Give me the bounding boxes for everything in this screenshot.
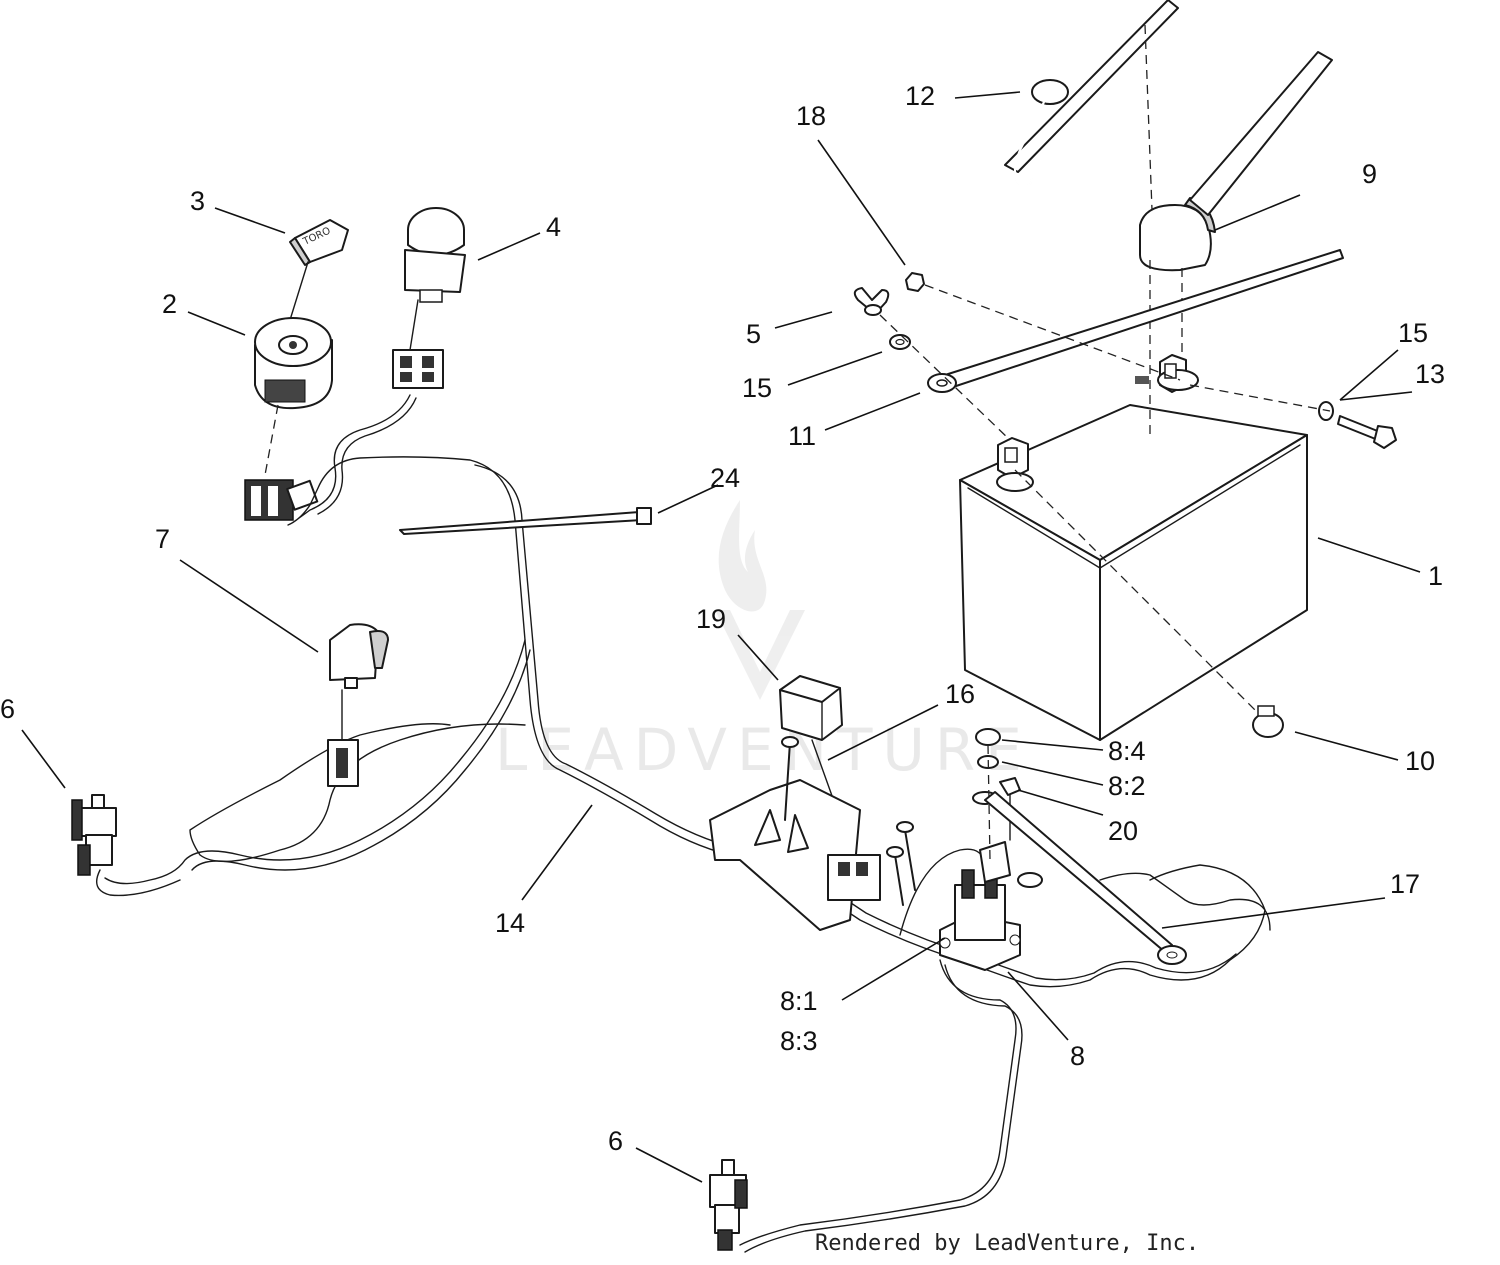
hold-down-strap bbox=[1004, 0, 1179, 173]
seat-switch-connector bbox=[327, 739, 359, 787]
callout-label: 4 bbox=[546, 212, 561, 242]
pto-connector bbox=[392, 349, 444, 389]
callout-label: 8:3 bbox=[780, 1026, 818, 1056]
negative-battery-cable bbox=[944, 249, 1344, 389]
key-alignment-line bbox=[289, 261, 309, 321]
watermark-logo bbox=[715, 500, 805, 700]
callout-label: 7 bbox=[155, 524, 170, 554]
interlock-switch-left bbox=[71, 794, 117, 876]
battery-terminal-positive bbox=[1157, 354, 1199, 393]
callout-labels: 1 2 3 4 5 6 6 7 8 8:1 8:3 8:2 8:4 9 10 1… bbox=[0, 81, 1445, 1156]
watermark-text: LEADVENTURE bbox=[495, 716, 1032, 784]
callout-label: 18 bbox=[796, 101, 826, 131]
callout-label: 10 bbox=[1405, 746, 1435, 776]
bolt-path-line-right bbox=[1189, 384, 1331, 412]
positive-battery-cable bbox=[1189, 51, 1333, 216]
solenoid-battery-cable bbox=[984, 791, 1187, 965]
callout-label: 6 bbox=[608, 1126, 623, 1156]
callout-label: 15 bbox=[742, 373, 772, 403]
callout-label: 12 bbox=[905, 81, 935, 111]
washer-right bbox=[1318, 401, 1334, 421]
callout-label: 8:1 bbox=[780, 986, 818, 1016]
pto-switch bbox=[404, 207, 466, 303]
ignition-connector bbox=[244, 479, 319, 521]
callout-label: 6 bbox=[0, 694, 15, 724]
callout-label: 5 bbox=[746, 319, 761, 349]
battery bbox=[959, 404, 1308, 741]
callout-label: 8:2 bbox=[1108, 771, 1146, 801]
render-credit: Rendered by LeadVenture, Inc. bbox=[815, 1231, 1199, 1256]
starter-solenoid bbox=[939, 841, 1021, 971]
callout-label: 17 bbox=[1390, 869, 1420, 899]
j-bolt-hook bbox=[1013, 24, 1153, 211]
callout-label: 8 bbox=[1070, 1041, 1085, 1071]
callout-label: 2 bbox=[162, 289, 177, 319]
bolt bbox=[1337, 415, 1397, 449]
callout-label: 19 bbox=[696, 604, 726, 634]
callout-label: 1 bbox=[1428, 561, 1443, 591]
screws bbox=[781, 736, 916, 906]
interlock-switch-bottom bbox=[709, 1159, 748, 1251]
callout-label: 16 bbox=[945, 679, 975, 709]
pto-alignment-line bbox=[409, 299, 419, 351]
bolt-path-line bbox=[924, 284, 1181, 381]
rubber-plug bbox=[1252, 705, 1284, 738]
ignition-switch bbox=[254, 317, 333, 410]
cable-tie bbox=[399, 507, 652, 535]
seat-switch bbox=[329, 623, 389, 689]
nut-path-line bbox=[879, 314, 1011, 441]
relay bbox=[779, 675, 843, 741]
callout-label: 24 bbox=[710, 463, 740, 493]
callout-label: 15 bbox=[1398, 318, 1428, 348]
hex-nut bbox=[905, 272, 925, 292]
relay-mount-bracket bbox=[709, 779, 881, 931]
wing-nut bbox=[853, 287, 890, 316]
callout-label: 11 bbox=[788, 421, 816, 451]
callout-label: 14 bbox=[495, 908, 525, 938]
plug-path-line bbox=[1014, 469, 1261, 716]
leader-lines bbox=[21, 91, 1421, 1183]
callout-label: 8:4 bbox=[1108, 736, 1146, 766]
terminal-cover bbox=[1139, 197, 1216, 272]
callout-label: 3 bbox=[190, 186, 205, 216]
battery-terminal-negative bbox=[996, 437, 1034, 492]
battery-label-mark bbox=[1135, 376, 1149, 384]
callout-label: 9 bbox=[1362, 159, 1377, 189]
ignition-alignment-line bbox=[264, 404, 279, 476]
ignition-key: TORO bbox=[289, 219, 349, 266]
callout-label: 20 bbox=[1108, 816, 1138, 846]
solenoid-alignment-line bbox=[987, 744, 991, 861]
callout-label: 13 bbox=[1415, 359, 1445, 389]
